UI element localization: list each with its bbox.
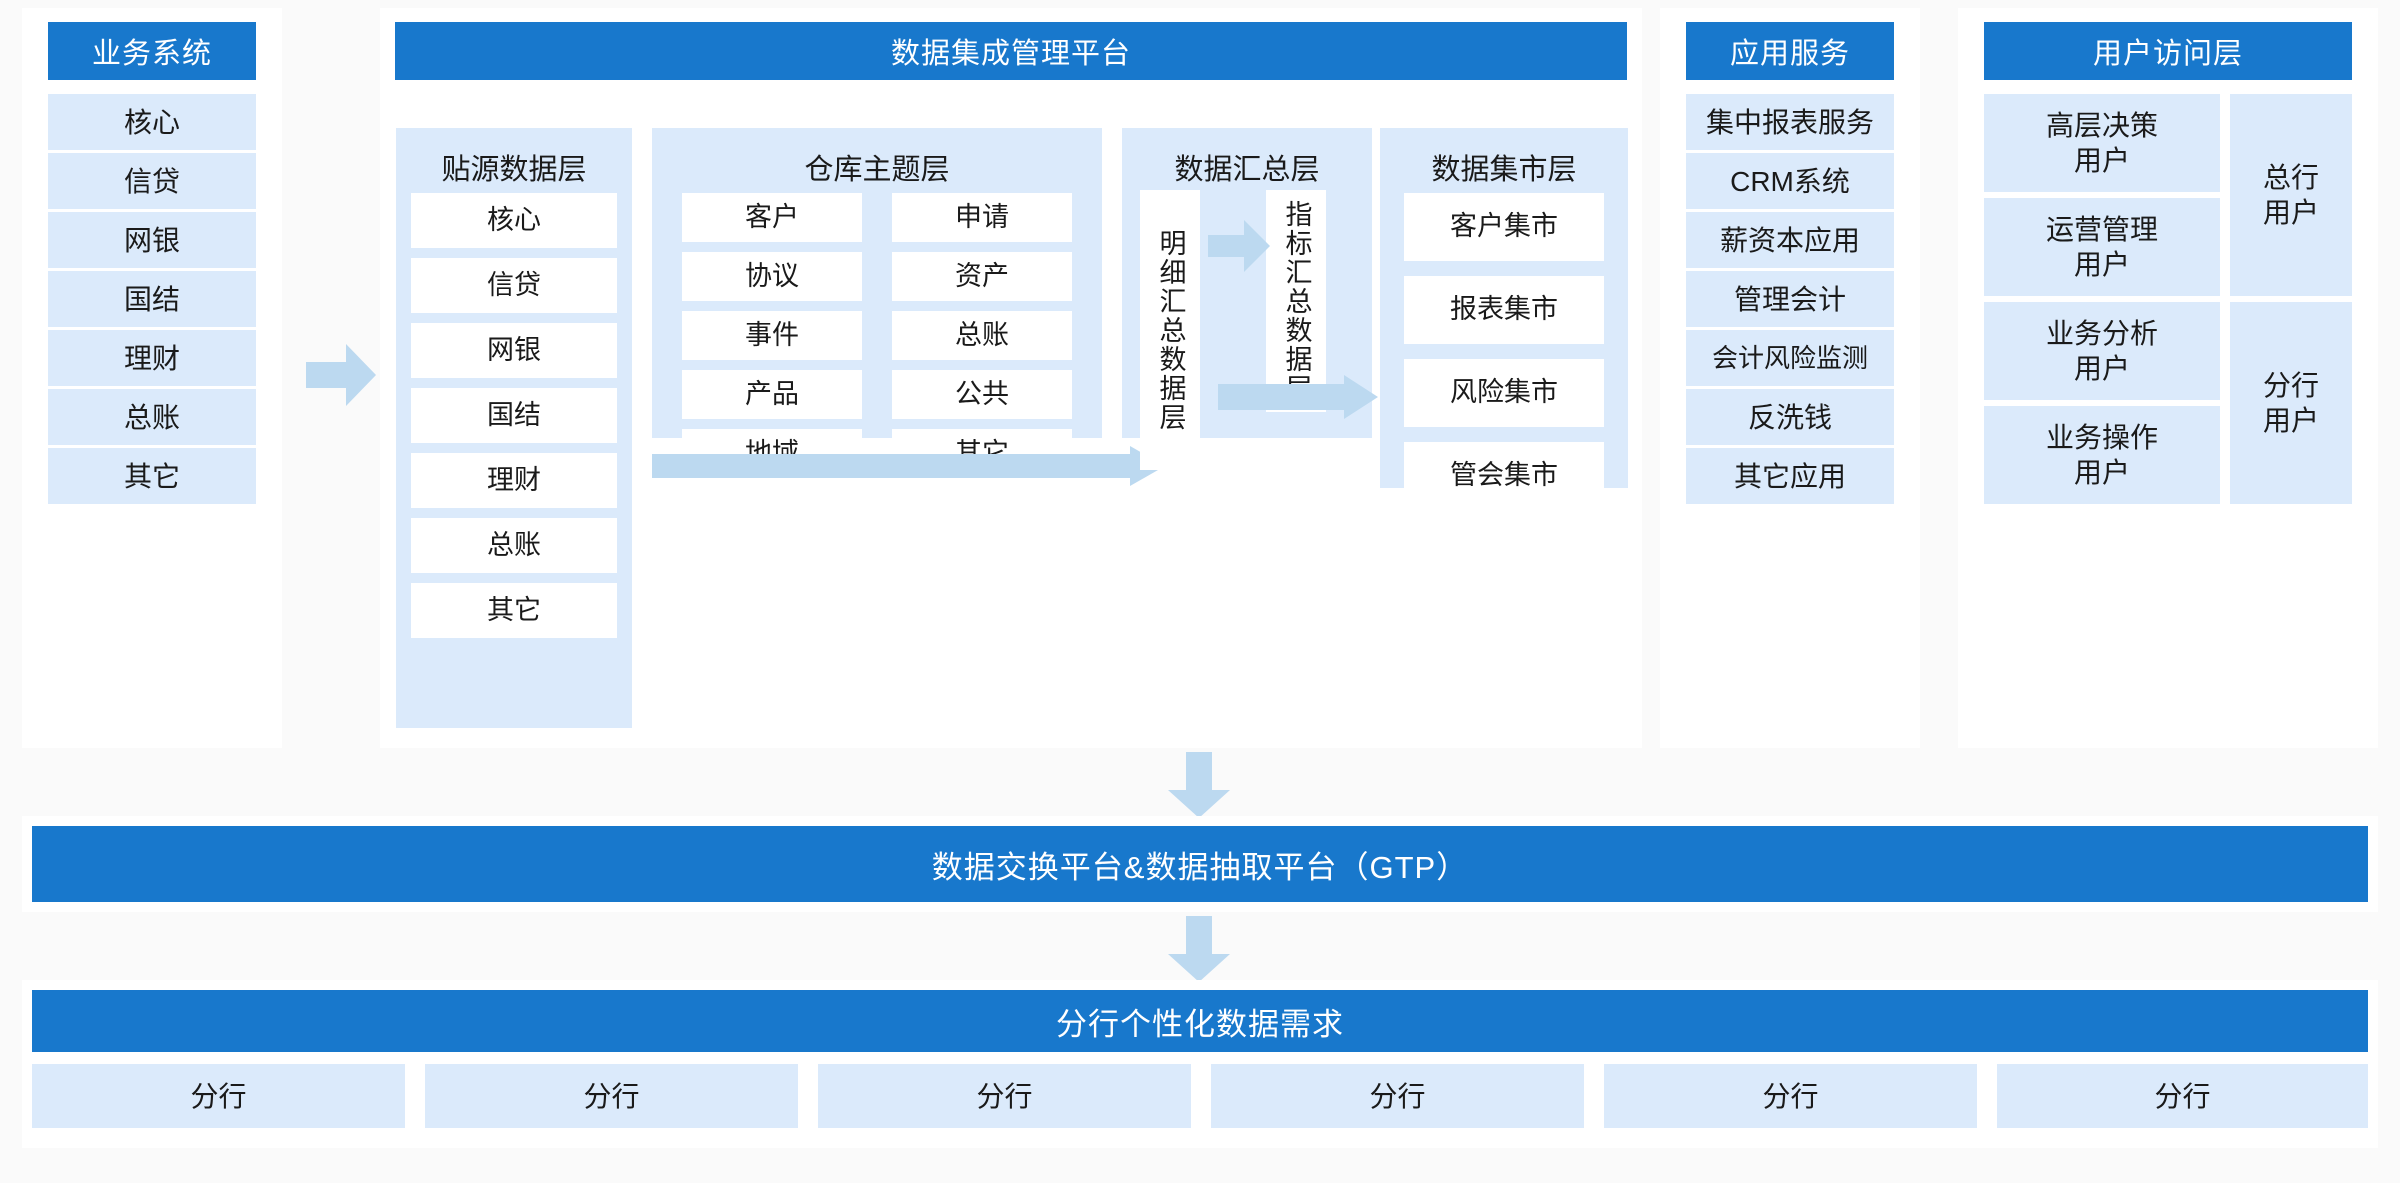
source-data-item-4[interactable]: 理财 [411, 453, 617, 508]
arrow-right-icon-warehouse-to-mart [652, 446, 1165, 486]
user-access-header: 用户访问层 [1984, 22, 2352, 80]
integration-platform-panel: 数据集成管理平台 贴源数据层 核心 信贷 网银 国结 理财 总账 其它 仓库主题… [380, 8, 1642, 748]
business-system-item-0[interactable]: 核心 [48, 94, 256, 150]
business-system-item-6[interactable]: 其它 [48, 448, 256, 504]
exchange-platform-panel: 数据交换平台&数据抽取平台（GTP） [22, 816, 2378, 912]
warehouse-left-item-3[interactable]: 产品 [682, 370, 862, 419]
app-service-item-4[interactable]: 会计风险监测 [1686, 330, 1894, 386]
warehouse-left-item-2[interactable]: 事件 [682, 311, 862, 360]
detail-summary-data-label: 明细汇总数据层 [1155, 228, 1186, 432]
business-system-item-4[interactable]: 理财 [48, 330, 256, 386]
arrow-down-icon-gtp-to-branch [1168, 916, 1230, 982]
user-role-3[interactable]: 业务操作 用户 [1984, 406, 2220, 504]
app-service-item-2[interactable]: 薪资本应用 [1686, 212, 1894, 268]
user-group-0[interactable]: 总行 用户 [2230, 94, 2352, 296]
warehouse-right-item-0[interactable]: 申请 [892, 193, 1072, 242]
branch-item-3[interactable]: 分行 [1211, 1064, 1584, 1128]
branch-requirements-panel: 分行个性化数据需求 分行 分行 分行 分行 分行 分行 [22, 980, 2378, 1148]
arrow-down-icon-platform-to-gtp [1168, 752, 1230, 818]
source-data-item-5[interactable]: 总账 [411, 518, 617, 573]
arrow-right-icon-detail-to-metric [1208, 220, 1270, 272]
business-system-header: 业务系统 [48, 22, 256, 80]
user-access-panel: 用户访问层 高层决策 用户 运营管理 用户 业务分析 用户 业务操作 用户 总行… [1958, 8, 2378, 748]
data-mart-item-2[interactable]: 风险集市 [1404, 359, 1604, 427]
source-data-item-2[interactable]: 网银 [411, 323, 617, 378]
integration-platform-header: 数据集成管理平台 [395, 22, 1627, 80]
user-group-1[interactable]: 分行 用户 [2230, 302, 2352, 504]
metric-summary-data-box[interactable]: 指标汇总数据层 [1266, 190, 1326, 412]
warehouse-right-item-1[interactable]: 资产 [892, 252, 1072, 301]
branch-item-5[interactable]: 分行 [1997, 1064, 2368, 1128]
source-data-item-6[interactable]: 其它 [411, 583, 617, 638]
exchange-platform-title: 数据交换平台&数据抽取平台（GTP） [32, 826, 2368, 902]
warehouse-left-item-1[interactable]: 协议 [682, 252, 862, 301]
app-service-header: 应用服务 [1686, 22, 1894, 80]
business-system-item-5[interactable]: 总账 [48, 389, 256, 445]
app-service-item-3[interactable]: 管理会计 [1686, 271, 1894, 327]
warehouse-subject-layer: 仓库主题层 客户 协议 事件 产品 地域 申请 资产 总账 公共 其它 [652, 128, 1102, 478]
business-system-panel: 业务系统 核心 信贷 网银 国结 理财 总账 其它 [22, 8, 282, 748]
data-mart-item-1[interactable]: 报表集市 [1404, 276, 1604, 344]
arrow-right-icon-source-to-platform [306, 344, 376, 406]
app-service-item-5[interactable]: 反洗钱 [1686, 389, 1894, 445]
app-service-panel: 应用服务 集中报表服务 CRM系统 薪资本应用 管理会计 会计风险监测 反洗钱 … [1660, 8, 1920, 748]
branch-item-1[interactable]: 分行 [425, 1064, 798, 1128]
warehouse-subject-layer-title: 仓库主题层 [804, 154, 950, 186]
app-service-item-0[interactable]: 集中报表服务 [1686, 94, 1894, 150]
metric-summary-data-label: 指标汇总数据层 [1281, 199, 1312, 403]
source-data-item-3[interactable]: 国结 [411, 388, 617, 443]
branch-item-2[interactable]: 分行 [818, 1064, 1191, 1128]
source-data-layer-title: 贴源数据层 [441, 154, 587, 186]
app-service-item-6[interactable]: 其它应用 [1686, 448, 1894, 504]
source-data-layer: 贴源数据层 核心 信贷 网银 国结 理财 总账 其它 [396, 128, 632, 728]
app-service-item-1[interactable]: CRM系统 [1686, 153, 1894, 209]
data-mart-item-0[interactable]: 客户集市 [1404, 193, 1604, 261]
warehouse-right-item-3[interactable]: 公共 [892, 370, 1072, 419]
detail-summary-data-box[interactable]: 明细汇总数据层 [1140, 190, 1200, 470]
user-role-2[interactable]: 业务分析 用户 [1984, 302, 2220, 400]
branch-requirements-title: 分行个性化数据需求 [32, 990, 2368, 1052]
data-mart-layer: 数据集市层 客户集市 报表集市 风险集市 管会集市 [1380, 128, 1628, 510]
warehouse-left-item-0[interactable]: 客户 [682, 193, 862, 242]
business-system-item-2[interactable]: 网银 [48, 212, 256, 268]
user-role-1[interactable]: 运营管理 用户 [1984, 198, 2220, 296]
data-mart-layer-title: 数据集市层 [1431, 154, 1577, 186]
data-summary-layer-title: 数据汇总层 [1174, 154, 1320, 186]
user-role-0[interactable]: 高层决策 用户 [1984, 94, 2220, 192]
source-data-item-1[interactable]: 信贷 [411, 258, 617, 313]
source-data-item-0[interactable]: 核心 [411, 193, 617, 248]
data-mart-item-3[interactable]: 管会集市 [1404, 442, 1604, 510]
business-system-item-1[interactable]: 信贷 [48, 153, 256, 209]
branch-item-4[interactable]: 分行 [1604, 1064, 1977, 1128]
business-system-item-3[interactable]: 国结 [48, 271, 256, 327]
arrow-right-icon-summary-to-mart [1218, 375, 1378, 419]
warehouse-right-item-2[interactable]: 总账 [892, 311, 1072, 360]
branch-item-0[interactable]: 分行 [32, 1064, 405, 1128]
